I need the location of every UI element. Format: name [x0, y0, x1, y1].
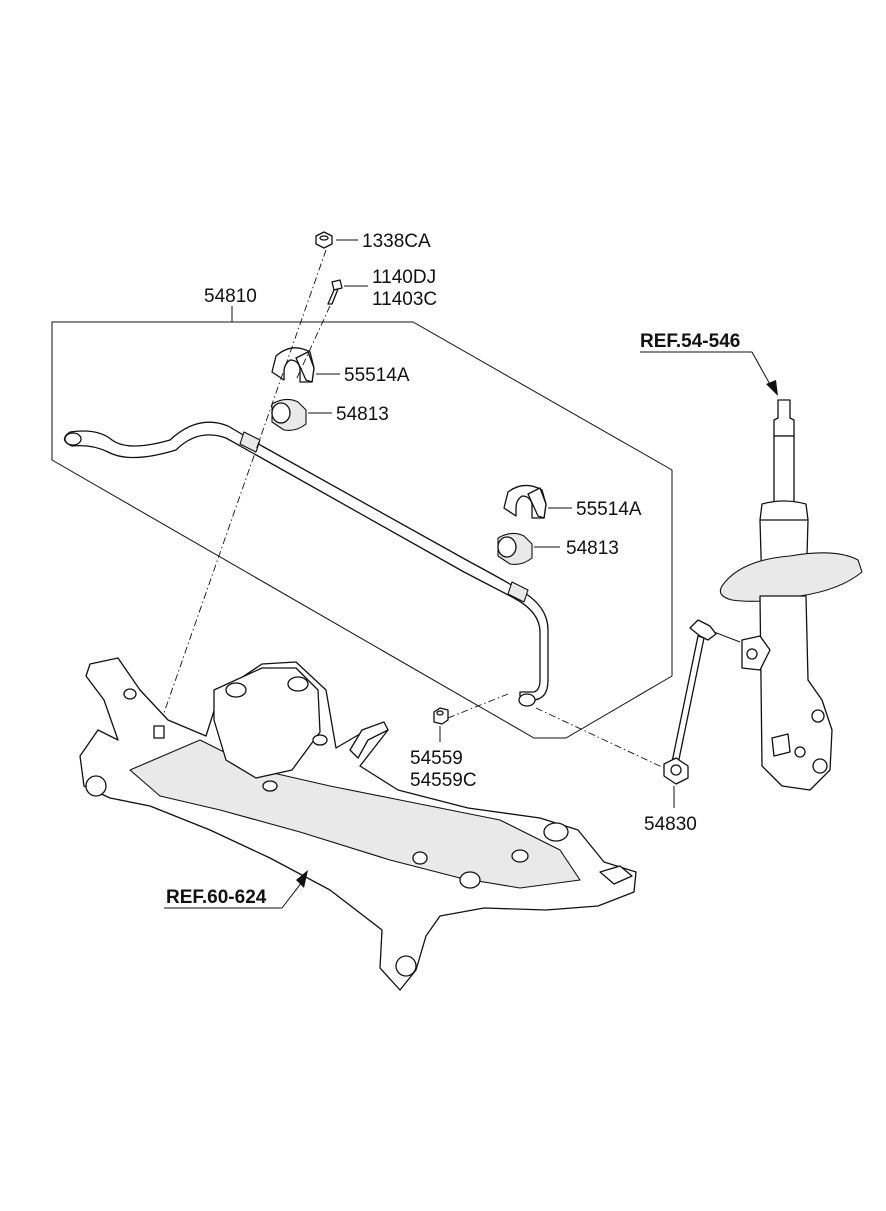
upper-bracket [271, 347, 315, 383]
label-bolt-b: 11403C [372, 289, 437, 310]
label-link-nut-a: 54559 [410, 748, 463, 769]
lower-bracket [503, 484, 547, 519]
label-ref-strut: REF.54-546 [640, 331, 740, 352]
crossmember [79, 657, 637, 991]
label-bushing-upper: 54813 [336, 404, 389, 425]
label-ref-crossmember: REF.60-624 [166, 887, 267, 908]
ref-crossmember-arrowhead [296, 870, 308, 888]
stabilizer-link [663, 619, 741, 785]
label-bushing-lower: 54813 [566, 538, 619, 559]
label-bracket-lower: 55514A [576, 499, 642, 520]
link-nut [433, 707, 449, 725]
ref-strut-arrowhead [766, 380, 778, 396]
assembly-line-nut [157, 249, 327, 731]
assembly-line-link-lower [535, 707, 665, 769]
ref-crossmember-leader [281, 881, 303, 909]
stabilizer-group-outline [51, 321, 673, 739]
assembly-line-link [447, 693, 509, 719]
ref-strut-leader [751, 351, 773, 389]
nut-1338ca [315, 231, 333, 249]
label-bracket-upper: 55514A [344, 365, 410, 386]
upper-bushing [271, 398, 307, 431]
stabilizer-bar [63, 421, 549, 707]
label-nut: 1338CA [362, 231, 431, 252]
label-bolt-a: 1140DJ [372, 267, 436, 288]
label-link-nut-b: 54559C [410, 770, 477, 791]
strut-assembly [719, 399, 863, 791]
bolt-1140dj [327, 279, 343, 305]
label-stabilizer-bar: 54810 [204, 286, 257, 307]
lower-bushing [497, 532, 533, 565]
label-stabilizer-link: 54830 [644, 814, 697, 835]
